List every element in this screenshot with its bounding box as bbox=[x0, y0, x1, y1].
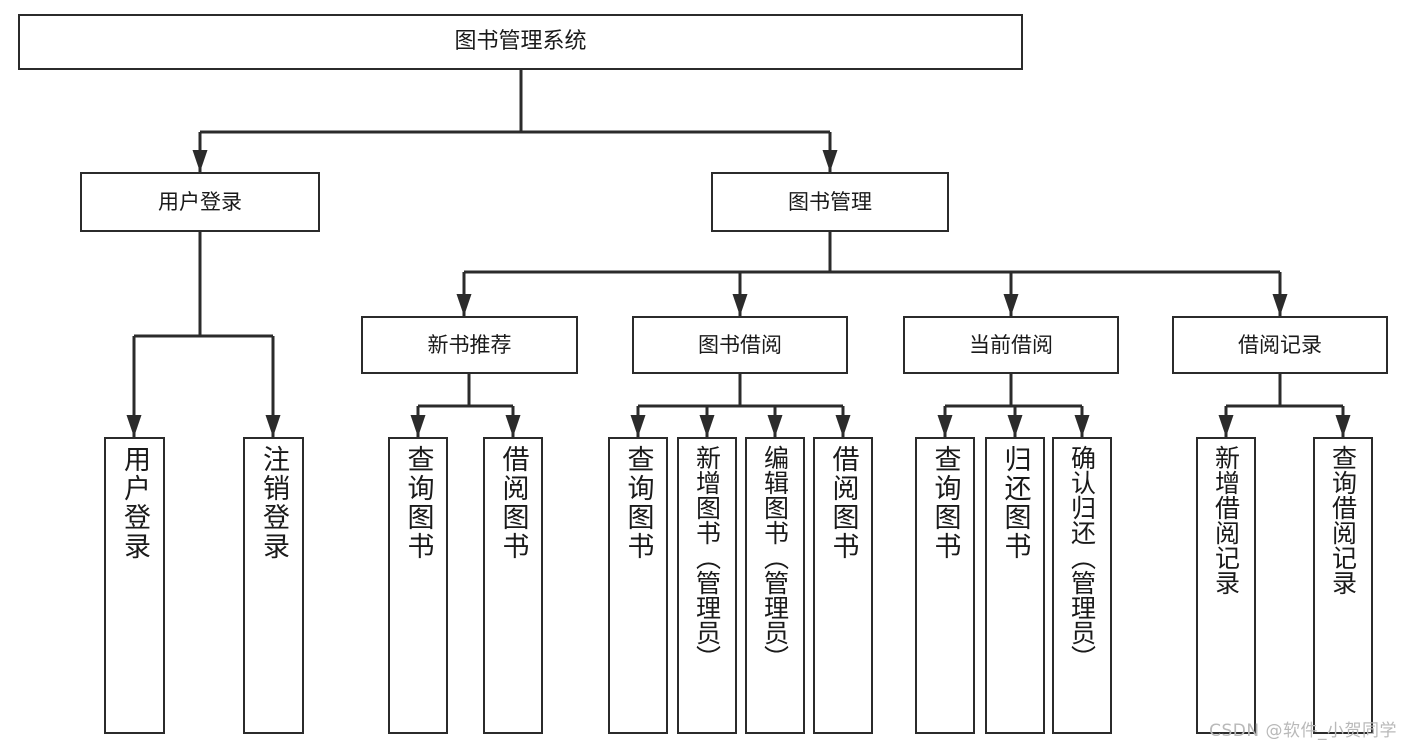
node-book-borrow[interactable]: 图书借阅 bbox=[632, 316, 848, 374]
node-leaf-return-book-label: 归还图书 bbox=[999, 445, 1031, 561]
node-borrow-record[interactable]: 借阅记录 bbox=[1172, 316, 1388, 374]
node-leaf-query-book-1-label: 查询图书 bbox=[402, 445, 434, 561]
node-borrow-record-label: 借阅记录 bbox=[1238, 332, 1322, 357]
node-leaf-logout-label: 注销登录 bbox=[258, 445, 289, 561]
node-leaf-borrow-book-1[interactable]: 借阅图书 bbox=[483, 437, 543, 734]
node-leaf-logout[interactable]: 注销登录 bbox=[243, 437, 304, 734]
node-leaf-return-book[interactable]: 归还图书 bbox=[985, 437, 1045, 734]
node-leaf-confirm-return[interactable]: 确认归还（管理员） bbox=[1052, 437, 1112, 734]
node-book-manage[interactable]: 图书管理 bbox=[711, 172, 949, 232]
node-leaf-add-book[interactable]: 新增图书（管理员） bbox=[677, 437, 737, 734]
node-leaf-query-book-1[interactable]: 查询图书 bbox=[388, 437, 448, 734]
node-new-book-recommendation[interactable]: 新书推荐 bbox=[361, 316, 578, 374]
node-leaf-borrow-book-2[interactable]: 借阅图书 bbox=[813, 437, 873, 734]
node-root[interactable]: 图书管理系统 bbox=[18, 14, 1023, 70]
node-leaf-confirm-return-label: 确认归还（管理员） bbox=[1067, 445, 1097, 670]
node-leaf-query-book-3[interactable]: 查询图书 bbox=[915, 437, 975, 734]
node-leaf-borrow-book-2-label: 借阅图书 bbox=[827, 445, 859, 561]
node-leaf-add-book-label: 新增图书（管理员） bbox=[692, 445, 722, 670]
node-user-login[interactable]: 用户登录 bbox=[80, 172, 320, 232]
node-leaf-edit-book[interactable]: 编辑图书（管理员） bbox=[745, 437, 805, 734]
node-current-borrow-label: 当前借阅 bbox=[969, 332, 1053, 357]
node-leaf-query-borrow-record-label: 查询借阅记录 bbox=[1328, 445, 1358, 595]
node-leaf-query-borrow-record[interactable]: 查询借阅记录 bbox=[1313, 437, 1373, 734]
csdn-watermark: CSDN @软件_小贺同学 bbox=[1209, 721, 1397, 741]
node-leaf-edit-book-label: 编辑图书（管理员） bbox=[760, 445, 790, 670]
node-current-borrow[interactable]: 当前借阅 bbox=[903, 316, 1119, 374]
node-book-borrow-label: 图书借阅 bbox=[698, 332, 782, 357]
node-book-manage-label: 图书管理 bbox=[788, 189, 872, 214]
node-leaf-user-login[interactable]: 用户登录 bbox=[104, 437, 165, 734]
node-leaf-borrow-book-1-label: 借阅图书 bbox=[497, 445, 529, 561]
node-user-login-label: 用户登录 bbox=[158, 189, 242, 214]
node-root-label: 图书管理系统 bbox=[454, 29, 587, 55]
node-leaf-query-book-2-label: 查询图书 bbox=[622, 445, 654, 561]
node-new-book-recommendation-label: 新书推荐 bbox=[427, 332, 512, 357]
node-leaf-user-login-label: 用户登录 bbox=[119, 445, 150, 561]
node-leaf-query-book-3-label: 查询图书 bbox=[929, 445, 961, 561]
node-leaf-query-book-2[interactable]: 查询图书 bbox=[608, 437, 668, 734]
node-leaf-add-borrow-record[interactable]: 新增借阅记录 bbox=[1196, 437, 1256, 734]
node-leaf-add-borrow-record-label: 新增借阅记录 bbox=[1211, 445, 1241, 595]
